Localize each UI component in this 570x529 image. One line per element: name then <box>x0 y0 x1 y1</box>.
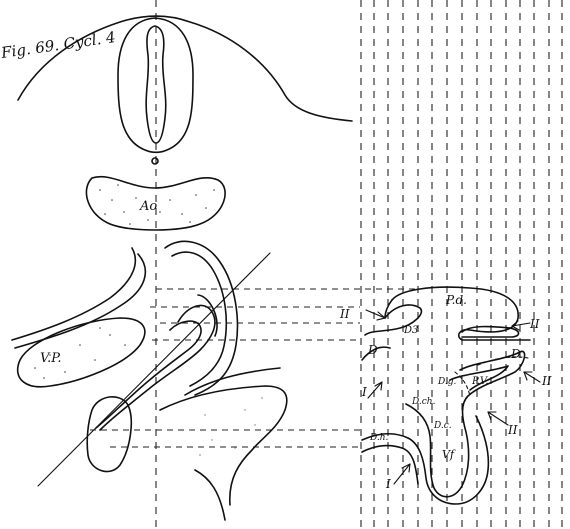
label-ii-lower: II <box>507 423 518 437</box>
horizontal-dashed-lines <box>90 289 420 447</box>
label-ii-right: II <box>529 317 540 331</box>
label-d-right: D <box>510 347 521 361</box>
label-vf: Vf <box>442 448 456 461</box>
lower-left-structures <box>12 241 287 520</box>
label-pd: P.d. <box>445 293 467 307</box>
label-d-upper: D <box>367 343 378 357</box>
vertical-dashed-lines <box>361 0 562 529</box>
figure-caption: Fig. 69. Cycl. 4 <box>0 28 117 62</box>
label-dh: D.h. <box>369 433 389 443</box>
label-dc: D.c. <box>433 421 452 431</box>
label-i-lower: I <box>385 477 391 491</box>
label-d-small: D.g. <box>437 377 457 387</box>
body-outline <box>18 16 352 121</box>
label-d3: D3 <box>403 325 418 336</box>
label-pv: P.V. <box>471 376 489 387</box>
label-dch: D.ch. <box>411 397 436 407</box>
label-ao: Ao <box>139 199 157 214</box>
right-structures <box>362 287 530 504</box>
label-ii-arrow-right: II <box>541 374 552 388</box>
notochord <box>152 158 158 164</box>
label-i-mid: I <box>361 385 367 399</box>
label-vp: V.P. <box>40 351 62 366</box>
label-ii-left: II <box>339 307 350 321</box>
